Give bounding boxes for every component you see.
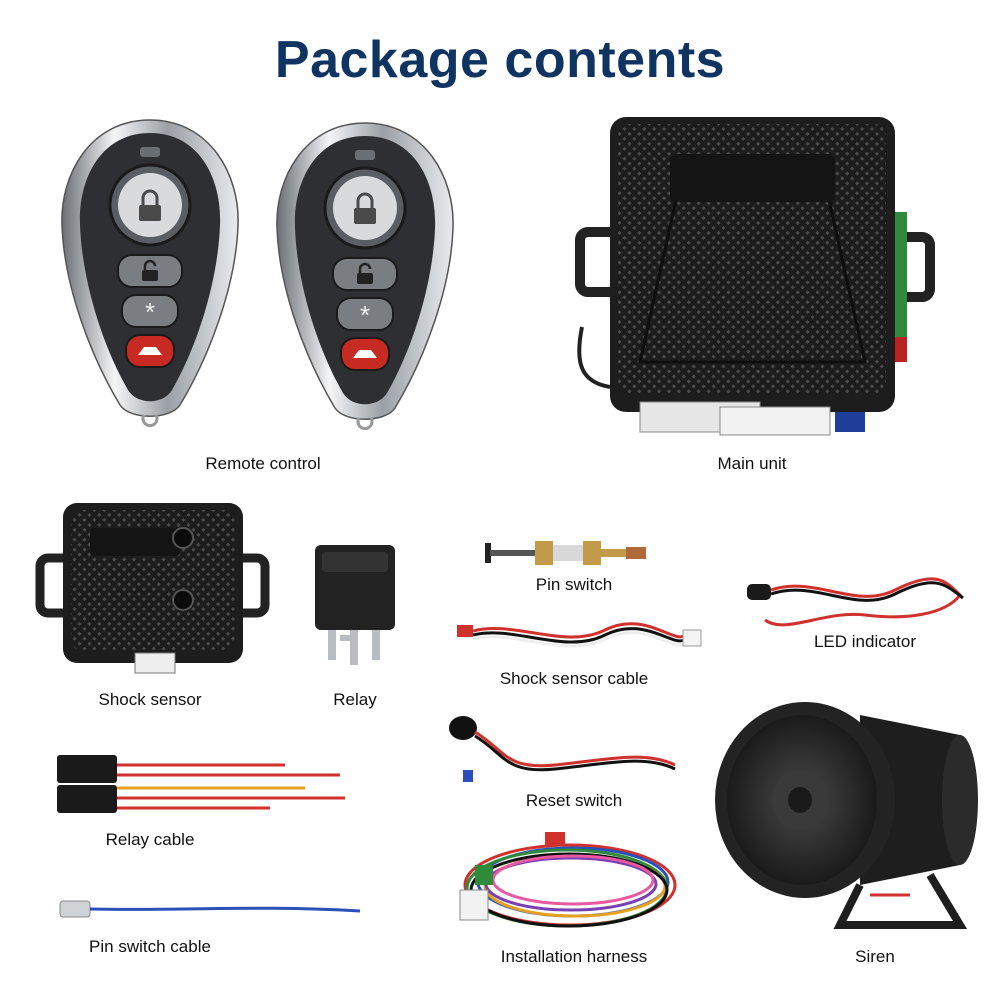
main-unit-label: Main unit (717, 454, 787, 473)
reset-switch-label: Reset switch (525, 791, 623, 810)
siren-image (710, 695, 980, 935)
pin-switch-label: Pin switch (535, 575, 613, 594)
installation-harness-label: Installation harness (500, 947, 648, 966)
siren-label: Siren (855, 947, 895, 966)
relay-label: Relay (333, 690, 377, 709)
reset-switch-image (445, 710, 685, 785)
led-indicator-image (745, 570, 970, 640)
shock-sensor-label: Shock sensor (98, 690, 202, 709)
svg-text:*: * (145, 297, 155, 327)
pin-switch-image (480, 535, 660, 575)
shock-sensor-image (35, 498, 270, 678)
pin-switch-cable-label: Pin switch cable (89, 937, 211, 956)
shock-sensor-cable-image (455, 615, 705, 660)
installation-harness-image (455, 830, 695, 940)
relay-cable-label: Relay cable (105, 830, 195, 849)
pin-switch-cable-image (58, 895, 368, 925)
main-unit-image (570, 112, 940, 442)
led-indicator-label: LED indicator (813, 632, 917, 651)
relay-image (310, 540, 400, 670)
remote-control-label: Remote control (205, 454, 321, 473)
relay-cable-image (55, 750, 365, 825)
remote-control-image: * (60, 115, 480, 445)
page-title: Package contents (274, 31, 726, 89)
shock-sensor-cable-label: Shock sensor cable (499, 669, 649, 688)
